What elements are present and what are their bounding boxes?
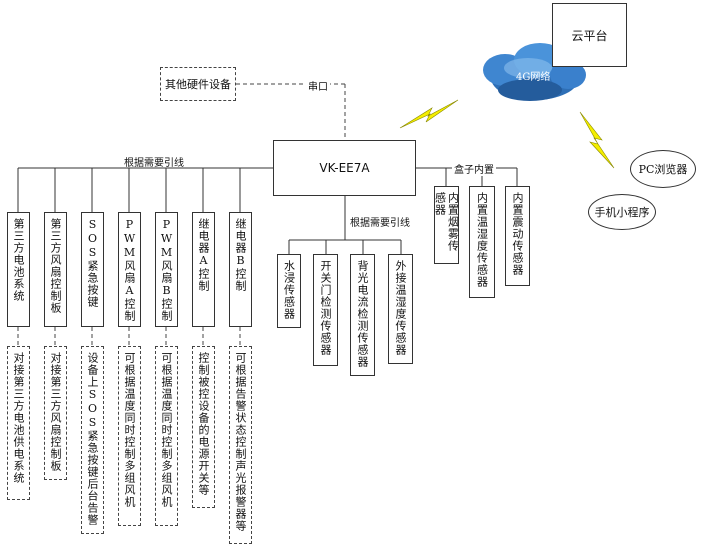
- desc-pwm-b: 可根据温度同时控制多组风机: [155, 346, 178, 526]
- lightning-icon: [579, 111, 615, 169]
- desc-fan-board: 对接第三方风扇控制板: [44, 346, 67, 480]
- desc-sos: 设备上SOS紧急按键后台告警: [81, 346, 104, 534]
- sensor-door: 开关门检测传感器: [313, 254, 338, 366]
- pc-browser-box: PC浏览器: [630, 150, 696, 188]
- sensor-water: 水浸传感器: [277, 254, 301, 328]
- serial-port-label: 串口: [306, 78, 330, 93]
- center-device-box: VK-EE7A: [273, 140, 416, 196]
- module-relay-a: 继电器A控制: [192, 212, 215, 327]
- module-pwm-a: PWM风扇A控制: [118, 212, 141, 327]
- module-fan-board: 第三方风扇控制板: [44, 212, 67, 327]
- module-sos: SOS紧急按键: [81, 212, 104, 327]
- builtin-smoke: 内置烟雾传感器: [434, 186, 460, 264]
- desc-pwm-a: 可根据温度同时控制多组风机: [118, 346, 141, 526]
- other-hardware-label: 其他硬件设备: [165, 78, 231, 91]
- builtin-temp-humidity: 内置温湿度传感器: [469, 186, 495, 298]
- other-hardware-box: 其他硬件设备: [160, 67, 236, 101]
- mobile-app-box: 手机小程序: [588, 194, 656, 230]
- lightning-icon: [399, 99, 459, 129]
- cloud-icon: [483, 43, 586, 101]
- desc-relay-b: 可根据告警状态控制声光报警器等: [229, 346, 252, 544]
- sensor-ext-temp: 外接温湿度传感器: [388, 254, 413, 364]
- bottom-wiring-label: 根据需要引线: [350, 218, 410, 229]
- center-device-label: VK-EE7A: [319, 161, 370, 175]
- module-pwm-b: PWM风扇B控制: [155, 212, 178, 327]
- module-relay-b: 继电器B控制: [229, 212, 252, 327]
- cloud-platform-label: 云平台: [571, 28, 608, 43]
- desc-battery: 对接第三方电池供电系统: [7, 346, 30, 500]
- sensor-backlight: 背光电流检测传感器: [350, 254, 375, 376]
- left-wiring-label: 根据需要引线: [124, 158, 184, 169]
- mobile-app-label: 手机小程序: [594, 206, 650, 219]
- cloud-platform-box: 云平台: [552, 3, 627, 67]
- builtin-label: 盒子内置: [452, 161, 496, 176]
- network-label: 4G网络: [516, 72, 551, 83]
- module-battery: 第三方电池系统: [7, 212, 30, 327]
- desc-relay-a: 控制被控设备的电源开关等: [192, 346, 215, 508]
- pc-browser-label: PC浏览器: [638, 163, 688, 176]
- builtin-vibration: 内置震动传感器: [505, 186, 530, 286]
